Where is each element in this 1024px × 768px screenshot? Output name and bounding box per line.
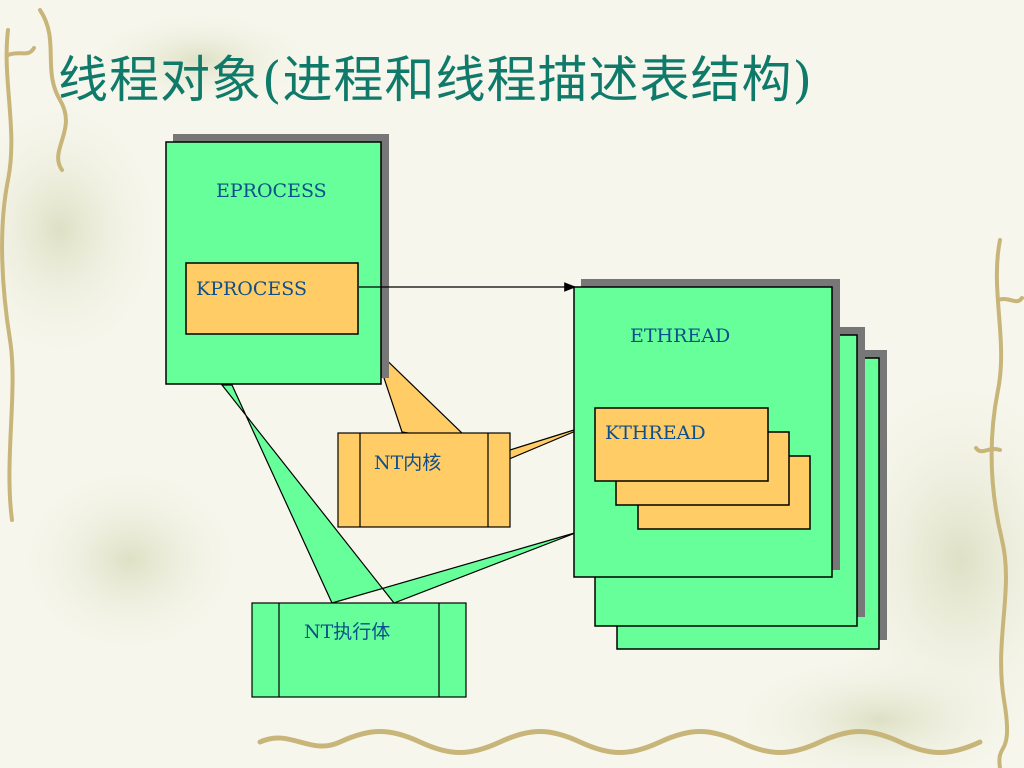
kprocess-box [185,262,359,335]
kprocess-label: KPROCESS [196,278,307,300]
nt-kernel-callout [337,432,511,528]
kthread-label: KTHREAD [605,422,706,444]
vine-border-bottom [257,729,983,755]
slide-title: 线程对象(进程和线程描述表结构) [58,51,814,109]
nt-executive-label: NT执行体 [304,621,391,643]
vine-border-left [0,8,68,522]
kthread-box [594,407,769,482]
ethread-label: ETHREAD [630,325,731,347]
nt-executive-callout-pointer [220,384,579,604]
nt-executive-callout [251,602,467,698]
vine-border-right [974,238,1024,768]
nt-kernel-label: NT内核 [374,452,442,474]
eprocess-label: EPROCESS [216,180,327,202]
